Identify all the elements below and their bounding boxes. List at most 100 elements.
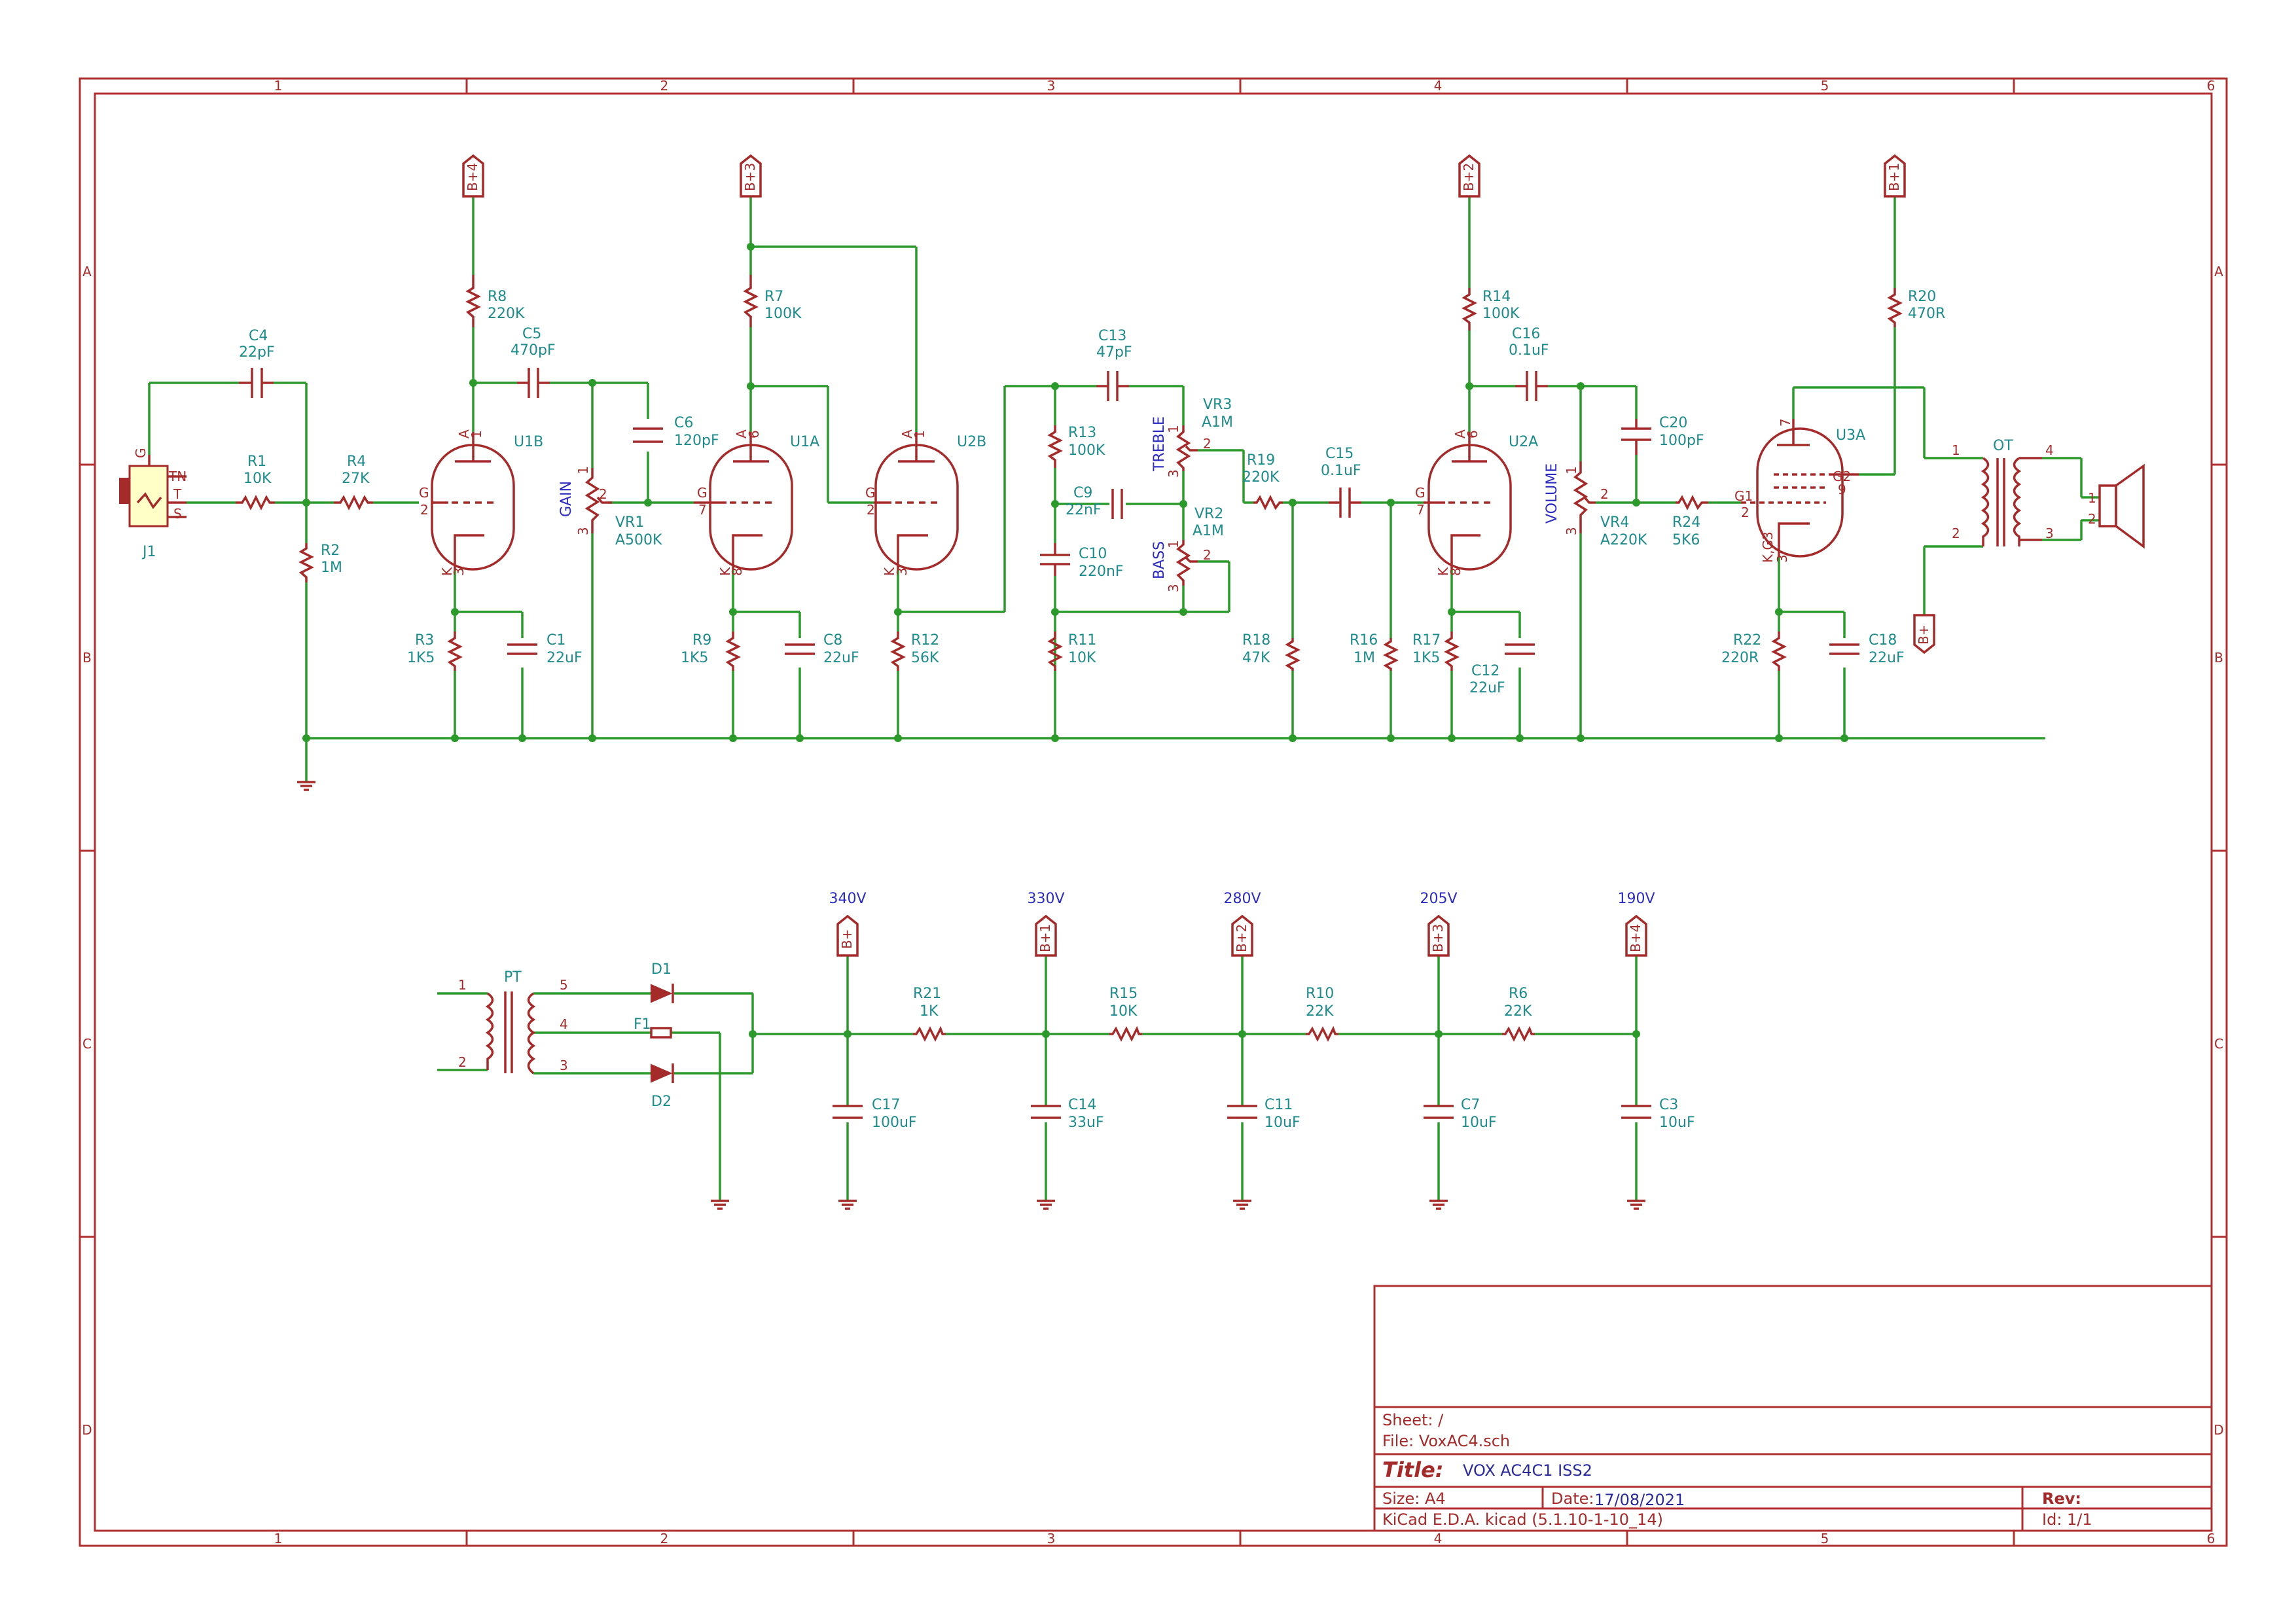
svg-text:B+1: B+1 (1886, 163, 1902, 191)
svg-text:1: 1 (458, 977, 467, 993)
voltage-340v: 340V (829, 891, 866, 907)
svg-text:B+2: B+2 (1234, 924, 1249, 952)
svg-text:22K: 22K (1306, 1003, 1334, 1020)
svg-text:R16: R16 (1350, 632, 1378, 649)
capacitor-c5 (517, 368, 550, 398)
diode-d1 (651, 984, 674, 1003)
svg-text:100uF: 100uF (872, 1115, 917, 1131)
svg-text:R21: R21 (913, 986, 941, 1002)
svg-text:R9: R9 (692, 632, 711, 649)
svg-text:C8: C8 (823, 632, 842, 649)
svg-text:10uF: 10uF (1461, 1115, 1497, 1131)
col-label-6: 6 (2207, 78, 2215, 94)
capacitor-c16 (1515, 371, 1548, 401)
svg-text:8: 8 (729, 567, 745, 576)
svg-text:220K: 220K (1242, 469, 1280, 486)
svg-text:G1: G1 (1734, 488, 1753, 504)
svg-text:A1M: A1M (1193, 523, 1224, 539)
title-block-title: VOX AC4C1 ISS2 (1463, 1461, 1592, 1480)
power-ports-top: B+4 B+3 B+2 B+1 B+ (462, 154, 1935, 654)
row-label-a-right: A (2214, 264, 2223, 279)
svg-text:5K6: 5K6 (1672, 532, 1700, 548)
resistor-r17 (1444, 632, 1460, 671)
svg-text:BASS: BASS (1151, 541, 1168, 579)
svg-text:C7: C7 (1461, 1097, 1480, 1113)
svg-text:1: 1 (575, 466, 591, 474)
svg-text:B+1: B+1 (1037, 924, 1053, 952)
svg-text:2: 2 (2088, 511, 2096, 527)
svg-text:A1M: A1M (1202, 414, 1233, 431)
svg-text:A: A (899, 429, 915, 438)
svg-text:VR2: VR2 (1194, 506, 1223, 522)
sheet-frame: 1 2 3 4 5 6 1 2 3 4 5 6 A B C D A B C D (79, 77, 2228, 1547)
column-dividers (80, 79, 2227, 1546)
svg-text:27K: 27K (342, 471, 370, 487)
voltage-280v: 280V (1223, 891, 1261, 907)
label-j1: J1 (141, 544, 156, 560)
svg-text:3: 3 (2045, 526, 2054, 541)
svg-text:B+: B+ (839, 929, 855, 949)
svg-text:R11: R11 (1068, 632, 1096, 649)
svg-text:R13: R13 (1068, 425, 1096, 441)
port-b2-psu: B+2 (1231, 914, 1253, 957)
svg-text:47K: 47K (1242, 650, 1270, 666)
svg-text:R24: R24 (1672, 514, 1700, 531)
svg-text:10uF: 10uF (1659, 1115, 1695, 1131)
svg-text:C4: C4 (249, 328, 268, 344)
svg-text:220R: 220R (1721, 650, 1759, 666)
svg-text:R4: R4 (347, 454, 366, 470)
resistor-r18 (1285, 638, 1300, 671)
svg-text:7: 7 (698, 502, 707, 518)
resistor-r20 (1887, 288, 1903, 327)
svg-text:2: 2 (1741, 505, 1749, 520)
svg-text:R19: R19 (1247, 452, 1275, 469)
svg-text:9: 9 (1838, 482, 1846, 497)
svg-text:G2: G2 (1833, 469, 1851, 484)
svg-text:120pF: 120pF (674, 433, 719, 449)
svg-text:B+2: B+2 (1461, 163, 1477, 191)
svg-text:1M: 1M (321, 560, 342, 576)
svg-text:22uF: 22uF (1469, 680, 1505, 696)
svg-text:1: 1 (1166, 425, 1181, 433)
capacitor-c18 (1829, 643, 1859, 655)
resistor-r2 (298, 543, 314, 582)
svg-text:3: 3 (1166, 584, 1181, 592)
title-block-tool: KiCad E.D.A. kicad (5.1.10-1-10_14) (1382, 1510, 1663, 1529)
svg-text:C5: C5 (522, 326, 541, 342)
svg-text:TREBLE: TREBLE (1151, 416, 1168, 472)
col-label-1-bottom: 1 (274, 1531, 283, 1546)
svg-text:B+3: B+3 (742, 163, 758, 191)
port-b2-top: B+2 (1458, 154, 1480, 198)
svg-text:R22: R22 (1733, 632, 1761, 649)
svg-text:22nF: 22nF (1066, 502, 1102, 518)
svg-text:10uF: 10uF (1265, 1115, 1300, 1131)
svg-text:R6: R6 (1509, 986, 1528, 1002)
svg-text:4: 4 (2045, 442, 2054, 458)
svg-text:3: 3 (1564, 527, 1579, 535)
svg-text:470R: 470R (1908, 306, 1945, 322)
svg-text:2: 2 (867, 502, 875, 518)
svg-text:G: G (419, 485, 429, 501)
svg-text:R15: R15 (1109, 986, 1138, 1002)
svg-text:C18: C18 (1869, 632, 1897, 649)
svg-text:3: 3 (1166, 469, 1181, 478)
resistor-r12 (890, 632, 906, 671)
voltage-205v: 205V (1420, 891, 1457, 907)
svg-text:56K: 56K (911, 650, 939, 666)
speaker-icon (2098, 463, 2145, 549)
svg-text:R2: R2 (321, 543, 340, 559)
svg-text:22uF: 22uF (1869, 650, 1905, 666)
resistor-r21 (913, 1026, 946, 1042)
resistor-r16 (1383, 638, 1399, 671)
port-b3-psu: B+3 (1427, 914, 1450, 957)
port-bplus-psu: B+ (836, 914, 859, 957)
resistor-r10 (1306, 1026, 1338, 1042)
svg-text:0.1uF: 0.1uF (1321, 463, 1361, 479)
resistor-r11 (1047, 632, 1063, 671)
title-block-title-label: Title: (1382, 1457, 1444, 1482)
svg-text:R10: R10 (1306, 986, 1334, 1002)
svg-text:R14: R14 (1482, 289, 1511, 305)
svg-text:B+: B+ (1916, 625, 1931, 645)
title-block-file: File: VoxAC4.sch (1382, 1432, 1510, 1450)
svg-text:K,G3: K,G3 (1760, 531, 1776, 563)
